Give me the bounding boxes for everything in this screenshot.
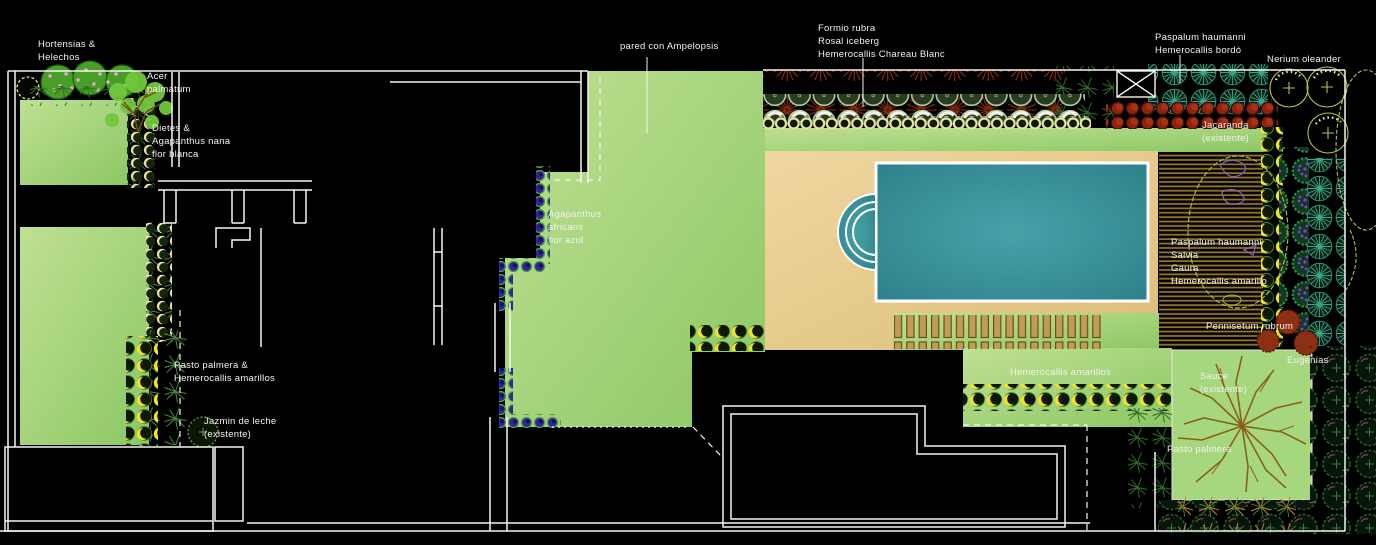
hemerocallis-chareau-row: [763, 116, 1091, 129]
hemerocallis-strip-bottom: [963, 384, 1171, 411]
label-pennisetum: Pennisetum rubrum: [1206, 321, 1294, 332]
jazmin-circle: [187, 416, 219, 448]
jacaranda-flowers: [1219, 159, 1257, 256]
hemerocallis-strip-lawn-corner: [690, 325, 764, 351]
label-hortensias: Hortensias & Helechos: [38, 39, 96, 63]
leader-lines: [646, 55, 1181, 133]
acer-palmatum-tree: [105, 71, 173, 133]
hemerocallis-amarillo-column: [1261, 127, 1283, 347]
plant-strips: [126, 98, 1376, 534]
label-pasto-right: Pasto palmera: [1167, 444, 1232, 455]
sleeper-path: [894, 315, 1103, 349]
label-pared-ampelopsis: pared con Ampelopsis: [620, 41, 719, 52]
sauce-tree: [1177, 355, 1307, 493]
building-outline-central: [722, 405, 1066, 528]
nerium-oleander-trees: [1269, 66, 1376, 291]
label-heme-bottom: Hemerocallis amarillos: [1010, 367, 1112, 378]
pasto-palmera-right-strip: [1128, 408, 1172, 508]
boundary-top-left: [8, 70, 588, 83]
dashed-lines: [179, 77, 1088, 531]
label-pasto-left: Pasto palmera & Hemerocallis amarillos: [174, 360, 276, 384]
label-sauce: Sauce (existente): [1200, 371, 1248, 395]
label-jacaranda: Jacaranda (existente): [1202, 120, 1250, 144]
right-border-planting: [1256, 127, 1345, 356]
agapanthus-edging: [499, 166, 561, 428]
hemerocallis-amarillo-left: [126, 336, 158, 446]
property-and-building-lines: [0, 55, 1346, 532]
grass-fringe: [1178, 492, 1296, 530]
jacaranda-tree: [1187, 155, 1289, 309]
label-agapanthus: Agapanthus africans flor azul: [548, 209, 602, 246]
label-nerium: Nerium oleander: [1267, 54, 1341, 65]
label-jazmin: Jazmin de leche (existente): [204, 416, 277, 440]
pool: [837, 161, 1150, 303]
lawn-upper-left: [20, 100, 128, 185]
label-acer: Acer palmatum: [147, 71, 191, 95]
top-planting-bed: [763, 64, 1278, 129]
lawn-strip-above-pool: [765, 128, 1267, 152]
wood-deck: [1159, 152, 1263, 348]
label-dietes: Dietes & Agapanthus nana flor blanca: [152, 123, 231, 160]
pool-roman-steps: [837, 192, 877, 272]
paspalum-gaura-column: [1303, 158, 1345, 346]
crossed-box: [1116, 70, 1156, 98]
building-outline-left: [4, 446, 214, 532]
dietes-strip-lower: [146, 222, 172, 342]
label-eugenias: Eugenias: [1287, 355, 1329, 366]
boundary-left: [7, 71, 16, 531]
hemerocallis-bordo-rows: [1106, 101, 1278, 129]
label-paspalum-top: Paspalum haumanni Hemerocallis bordó: [1155, 32, 1246, 56]
label-paspalum-mid: Paspalum haumanni Salvia Gaura Hemerocal…: [1171, 237, 1268, 287]
label-formio-group: Formio rubra Rosal iceberg Hemerocallis …: [818, 23, 945, 60]
